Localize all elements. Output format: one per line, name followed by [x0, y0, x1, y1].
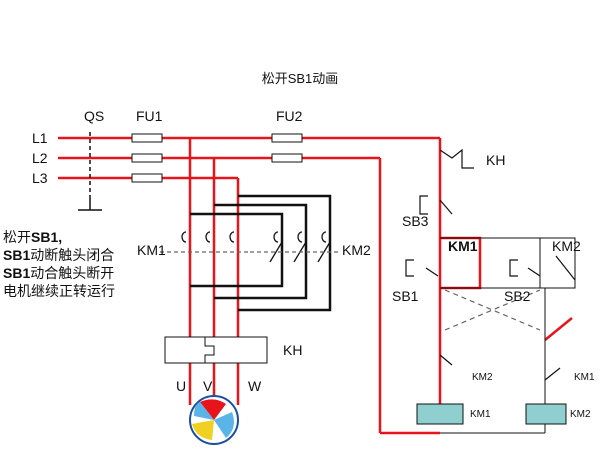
label-kh-ctrl: KH: [486, 152, 506, 168]
thermal-relay-kh: [164, 336, 268, 364]
motor-fan-icon: [189, 395, 239, 445]
coil-km2: [525, 403, 567, 425]
km1-main-contacts: [160, 231, 250, 253]
label-sb3: SB3: [402, 213, 429, 229]
label-km1-main: KM1: [137, 242, 166, 258]
description-text: 松开SB1, SB1动断触头闭合 SB1动合触头断开 电机继续正转运行: [3, 229, 115, 299]
label-l1: L1: [32, 130, 48, 146]
label-v: V: [203, 378, 213, 394]
label-km1-interlock: KM1: [574, 372, 595, 383]
label-kh-main: KH: [283, 342, 303, 358]
label-km2-hold: KM2: [552, 238, 581, 254]
fuse-fu2: [271, 133, 303, 163]
label-sb2: SB2: [504, 288, 531, 304]
label-l3: L3: [32, 170, 48, 186]
label-km1-coil: KM1: [470, 409, 491, 420]
label-w: W: [248, 378, 262, 394]
page-title: 松开SB1动画: [261, 71, 339, 86]
km2-interlock-active: [544, 317, 573, 341]
label-km2-main: KM2: [342, 242, 371, 258]
label-sb1: SB1: [392, 288, 419, 304]
km2-reverse-wiring: [190, 194, 332, 312]
label-l2: L2: [32, 150, 48, 166]
label-u: U: [176, 378, 187, 394]
label-km1-hold: KM1: [448, 238, 478, 254]
label-fu2: FU2: [276, 108, 303, 124]
label-fu1: FU1: [136, 108, 163, 124]
km2-main-contacts: [250, 231, 340, 263]
fuse-fu1: [131, 133, 163, 183]
switch-qs: [78, 132, 102, 211]
label-qs: QS: [84, 108, 105, 124]
coil-km1: [416, 403, 464, 425]
control-contacts: [405, 148, 576, 381]
label-km2-coil: KM2: [570, 409, 591, 420]
control-black-wires: [440, 237, 576, 420]
power-lines: [58, 136, 573, 435]
label-km2-interlock: KM2: [472, 372, 493, 383]
